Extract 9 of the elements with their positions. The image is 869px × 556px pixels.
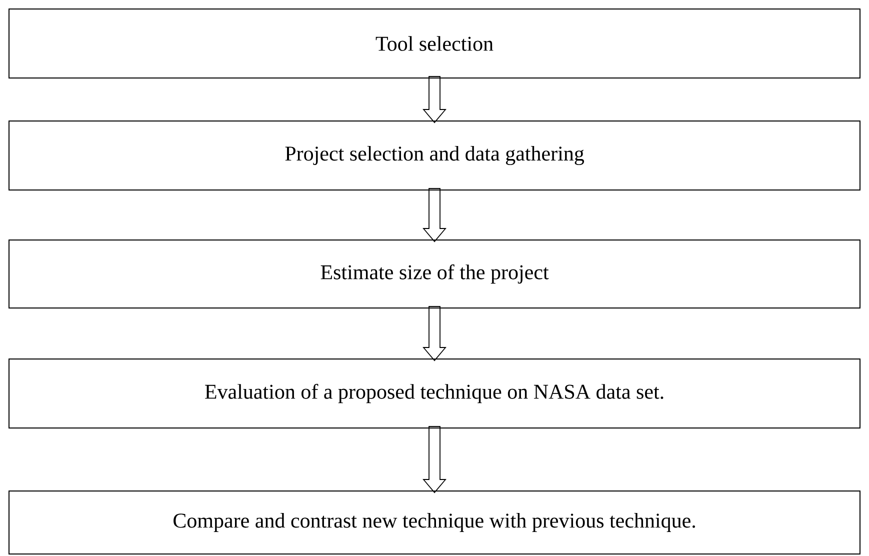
- process-box: Evaluation of a proposed technique on NASA data set.: [8, 358, 860, 428]
- arrow: [422, 426, 446, 494]
- process-box: Tool selection: [8, 8, 860, 78]
- process-box: Estimate size of the project: [8, 240, 860, 308]
- process-box: Compare and contrast new technique with previous technique.: [8, 490, 860, 554]
- arrow: [422, 76, 446, 124]
- arrow: [422, 306, 446, 362]
- process-box: Project selection and data gathering: [8, 120, 860, 190]
- arrow: [422, 188, 446, 242]
